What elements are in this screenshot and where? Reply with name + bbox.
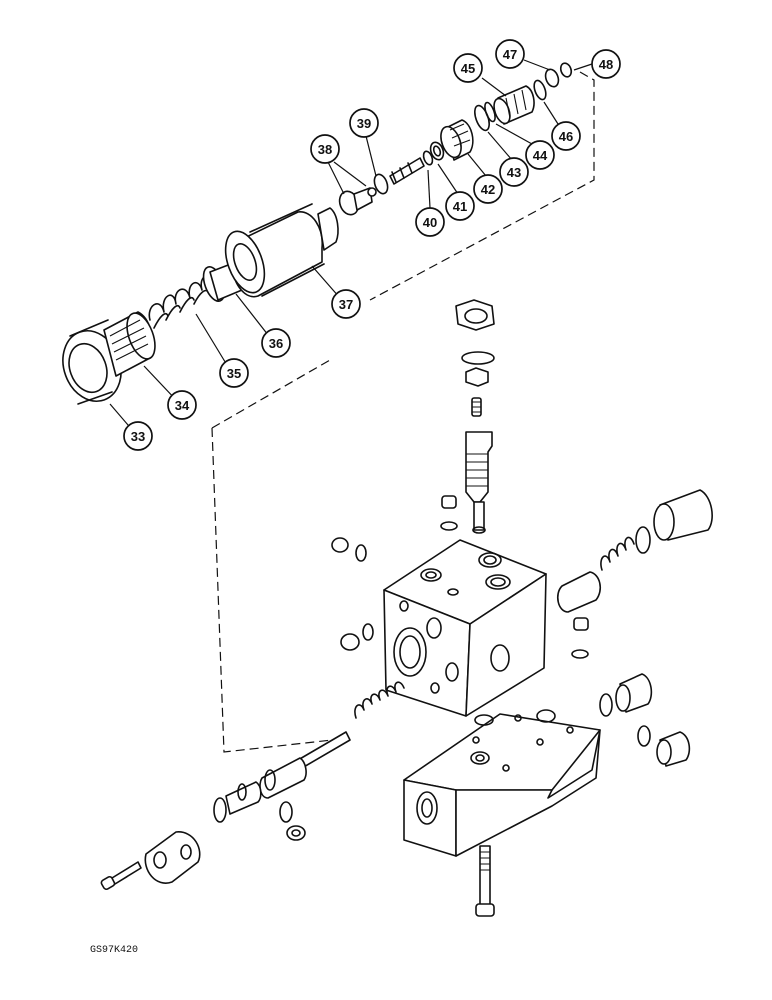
- callout-42-label: 42: [481, 182, 495, 197]
- plug-42: [440, 119, 474, 161]
- assembly-dashed-lines: [211, 71, 595, 753]
- plug-screw-upper: [440, 495, 458, 531]
- callout-33: 33: [123, 421, 153, 451]
- callout-46-label: 46: [559, 129, 573, 144]
- callout-40-label: 40: [423, 215, 437, 230]
- callout-48: 48: [591, 49, 621, 79]
- end-cap-left: [144, 831, 201, 884]
- callout-46: 46: [551, 121, 581, 151]
- vertical-cartridge: [455, 299, 495, 534]
- callout-35-label: 35: [227, 366, 241, 381]
- callout-36: 36: [261, 328, 291, 358]
- piston-left: [213, 769, 306, 841]
- valve-body-37: [224, 203, 339, 298]
- callout-44-label: 44: [533, 148, 548, 163]
- callout-33-label: 33: [131, 429, 145, 444]
- poppet-38: [338, 187, 377, 216]
- callout-43-label: 43: [507, 165, 521, 180]
- callout-47: 47: [495, 39, 525, 69]
- callout-41-label: 41: [453, 199, 467, 214]
- callout-41: 41: [445, 191, 475, 221]
- callout-45: 45: [453, 53, 483, 83]
- pilot-stem: [389, 157, 425, 185]
- adjusting-screw-34: [103, 311, 156, 377]
- relief-valve-cartridge: [62, 62, 573, 405]
- end-plug-right: [635, 489, 713, 554]
- spring-35: [148, 275, 215, 329]
- callout-36-label: 36: [269, 336, 283, 351]
- callout-34-label: 34: [175, 398, 190, 413]
- plug-left-top: [331, 537, 367, 562]
- callout-47-label: 47: [503, 47, 517, 62]
- callout-37: 37: [331, 289, 361, 319]
- plug-left-mid: [340, 623, 374, 651]
- ring-41: [429, 141, 445, 161]
- callout-43: 43: [499, 157, 529, 187]
- callout-45-label: 45: [461, 61, 475, 76]
- callout-35: 35: [219, 358, 249, 388]
- callout-38: 38: [310, 134, 340, 164]
- callout-44: 44: [525, 140, 555, 170]
- main-valve-block: [383, 539, 547, 717]
- plug-right-lower: [599, 673, 653, 717]
- o-ring-39: [373, 173, 389, 195]
- insert-45: [493, 85, 535, 125]
- callout-48-label: 48: [599, 57, 613, 72]
- mounting-bolt: [475, 845, 495, 917]
- callout-39: 39: [349, 108, 379, 138]
- seat-44: [484, 101, 496, 123]
- spool-right: [556, 571, 602, 613]
- plug-right-mid: [571, 617, 589, 659]
- spring-right: [600, 536, 635, 571]
- spool-left: [259, 731, 351, 799]
- callout-39-label: 39: [357, 116, 371, 131]
- callout-37-label: 37: [339, 297, 353, 312]
- callout-40: 40: [415, 207, 445, 237]
- screw-left: [100, 861, 142, 891]
- ring-47: [544, 68, 560, 88]
- drawing-ref-code: GS97K420: [90, 945, 138, 956]
- spring-left: [354, 681, 405, 719]
- ring-40: [422, 150, 434, 166]
- callout-42: 42: [473, 174, 503, 204]
- o-ring-48: [559, 62, 573, 78]
- callout-34: 34: [167, 390, 197, 420]
- callout-38-label: 38: [318, 142, 332, 157]
- lower-block: [403, 709, 601, 857]
- plug-right-bottom: [637, 725, 691, 767]
- washer-46: [533, 79, 547, 101]
